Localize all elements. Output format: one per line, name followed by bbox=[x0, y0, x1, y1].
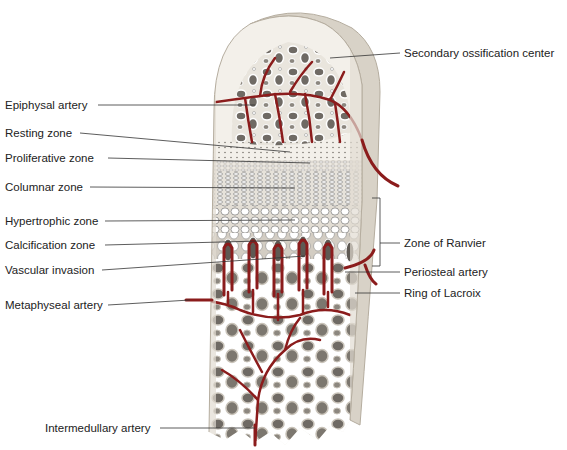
bone-outline bbox=[209, 110, 214, 432]
bone-outline bbox=[214, 16, 362, 420]
part-label: Secondary ossification center bbox=[404, 46, 554, 60]
cortex-left bbox=[208, 0, 216, 450]
part-label: Hypertrophic zone bbox=[5, 214, 98, 228]
bone-cut-face bbox=[190, 0, 380, 450]
bone-matrix bbox=[200, 0, 380, 450]
part-label: Columnar zone bbox=[5, 180, 83, 194]
epiphyseal-vessels bbox=[195, 58, 362, 142]
part-label: Epiphysal artery bbox=[5, 98, 87, 112]
leader-lines bbox=[80, 53, 400, 428]
part-label: Resting zone bbox=[5, 126, 72, 140]
periosteal-artery bbox=[345, 250, 376, 284]
vascular-invasion-loops bbox=[224, 240, 332, 296]
part-label: Calcification zone bbox=[5, 238, 95, 252]
epiphyseal-branch bbox=[362, 140, 398, 186]
external-arteries bbox=[186, 140, 398, 445]
part-label: Periosteal artery bbox=[404, 265, 488, 279]
part-label: Vascular invasion bbox=[5, 263, 94, 277]
part-label: Proliferative zone bbox=[5, 151, 94, 165]
part-label: Metaphyseal artery bbox=[5, 298, 103, 312]
part-label: Intermedullary artery bbox=[45, 421, 150, 435]
part-label: Ring of Lacroix bbox=[404, 286, 481, 300]
part-label: Zone of Ranvier bbox=[404, 236, 486, 250]
